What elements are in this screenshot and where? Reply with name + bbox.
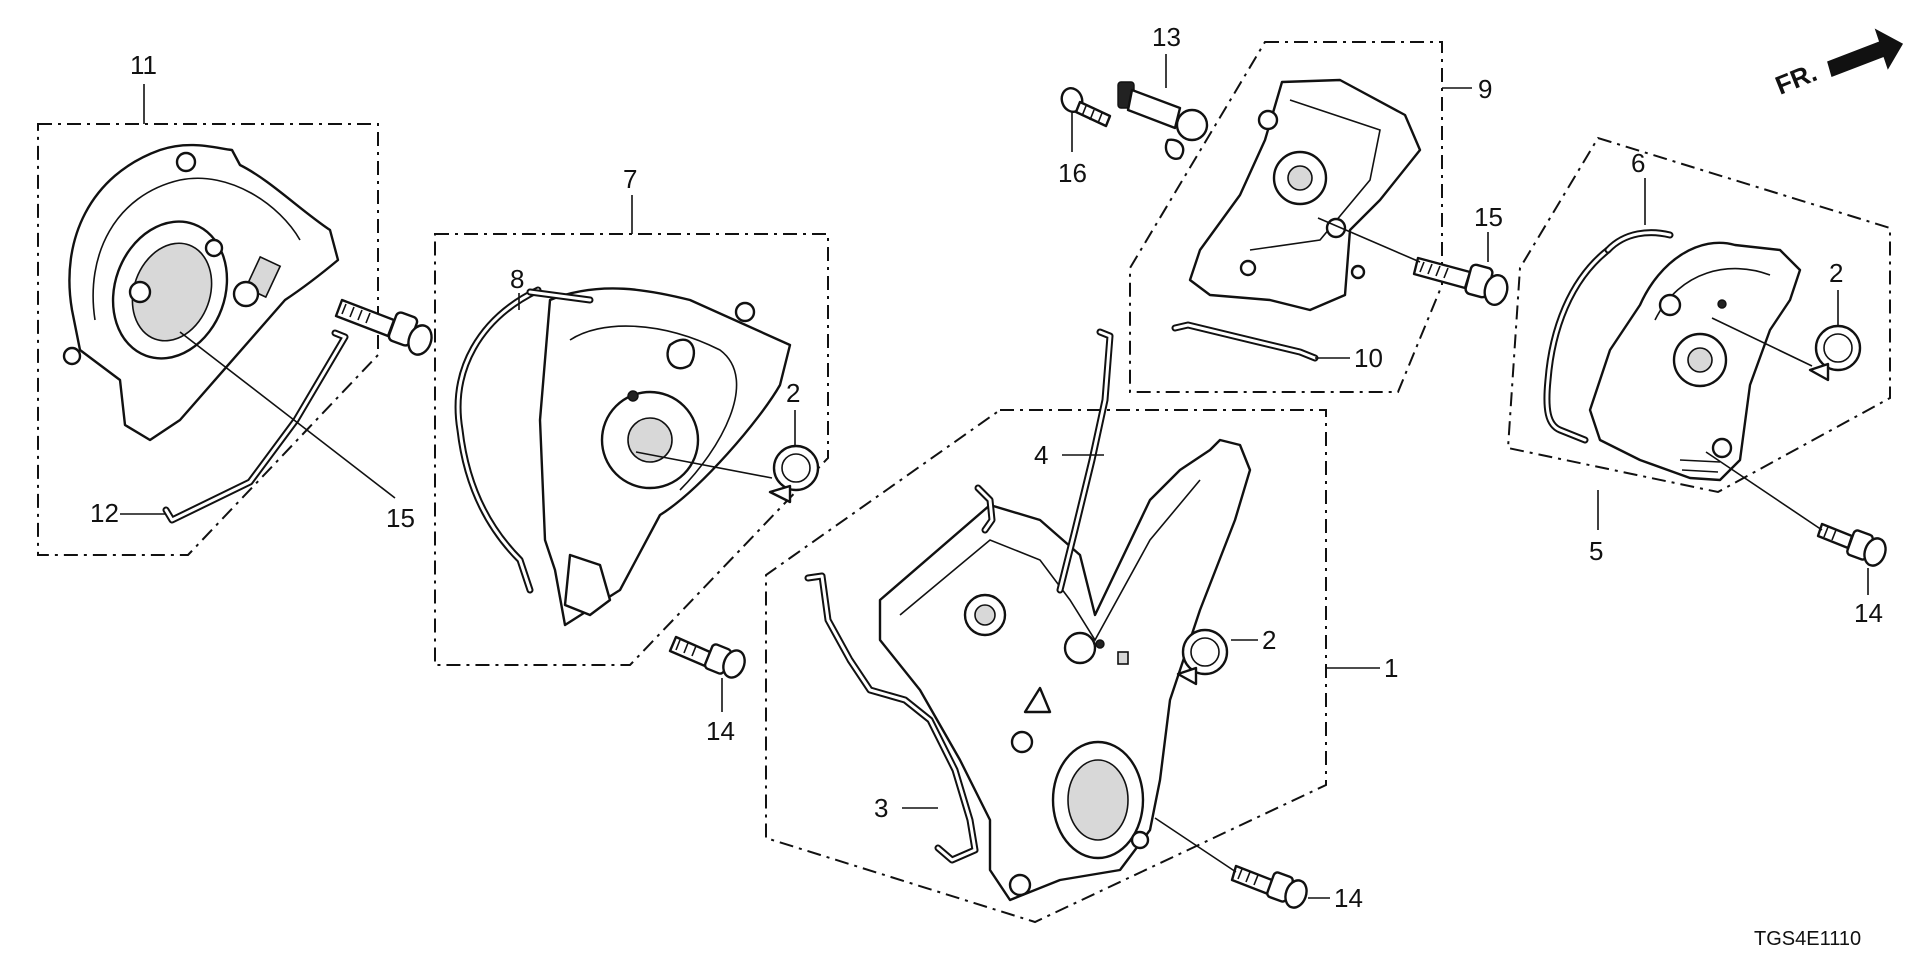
part-9-back-plate[interactable] bbox=[1188, 78, 1422, 312]
group-7 bbox=[434, 195, 829, 712]
fr-label: FR. bbox=[1771, 57, 1821, 101]
callout-8: 8 bbox=[510, 264, 524, 294]
part-16-bolt[interactable] bbox=[1058, 85, 1112, 128]
callout-7: 7 bbox=[623, 164, 637, 194]
callout-2: 2 bbox=[1829, 258, 1843, 288]
part-14-bolt-b[interactable] bbox=[1230, 864, 1310, 911]
callout-3: 3 bbox=[874, 793, 888, 823]
group-9 bbox=[1058, 41, 1511, 393]
callout-11: 11 bbox=[130, 50, 157, 80]
group-11 bbox=[37, 84, 435, 556]
part-15-bolt-right[interactable] bbox=[1412, 256, 1511, 307]
part-14-bolt-c[interactable] bbox=[1816, 522, 1889, 569]
part-2-grommet-a[interactable] bbox=[768, 444, 820, 504]
callout-13: 13 bbox=[1152, 22, 1181, 52]
part-12-gasket[interactable] bbox=[162, 329, 349, 524]
callout-15: 15 bbox=[386, 503, 415, 533]
part-11-rear-cover[interactable] bbox=[62, 143, 340, 442]
group-box-1 bbox=[765, 409, 1327, 924]
callout-14: 14 bbox=[1334, 883, 1363, 913]
part-13-sensor[interactable] bbox=[1117, 81, 1209, 160]
leader-14b-b bbox=[1154, 817, 1237, 873]
part-14-bolt-a[interactable] bbox=[668, 635, 749, 681]
part-2-grommet-c[interactable] bbox=[1808, 324, 1862, 382]
part-15-bolt-left[interactable] bbox=[334, 298, 435, 358]
leader-15b-b bbox=[1317, 217, 1421, 263]
callout-2: 2 bbox=[1262, 625, 1276, 655]
group-box-7 bbox=[434, 233, 829, 666]
group-1 bbox=[765, 328, 1380, 924]
part-8-gasket[interactable] bbox=[454, 286, 594, 594]
callout-2: 2 bbox=[786, 378, 800, 408]
leader-2c-b bbox=[1711, 317, 1813, 367]
group-box-5 bbox=[1506, 136, 1891, 494]
leader-15a bbox=[179, 331, 396, 499]
front-direction-indicator: FR. bbox=[1771, 28, 1904, 101]
part-1-front-cover[interactable] bbox=[878, 438, 1252, 902]
callout-14: 14 bbox=[706, 716, 735, 746]
callout-15: 15 bbox=[1474, 202, 1503, 232]
group-box-11 bbox=[37, 123, 379, 556]
leader-2a-b bbox=[635, 451, 773, 479]
fr-arrow-icon bbox=[1827, 28, 1904, 77]
callout-16: 16 bbox=[1058, 158, 1087, 188]
part-10-gasket[interactable] bbox=[1171, 321, 1319, 362]
callout-14: 14 bbox=[1854, 598, 1883, 628]
part-6-gasket[interactable] bbox=[1543, 229, 1674, 444]
callout-labels: 11 12 15 7 8 2 14 13 16 9 15 10 4 2 1 3 … bbox=[90, 22, 1883, 913]
callout-10: 10 bbox=[1354, 343, 1383, 373]
part-4-gasket[interactable] bbox=[974, 328, 1114, 594]
callout-5: 5 bbox=[1589, 536, 1603, 566]
part-7-upper-cover[interactable] bbox=[538, 287, 792, 627]
part-3-gasket[interactable] bbox=[804, 572, 979, 864]
callout-12: 12 bbox=[90, 498, 119, 528]
diagram-code: TGS4E1110 bbox=[1754, 928, 1861, 950]
callout-6: 6 bbox=[1631, 148, 1645, 178]
group-5 bbox=[1506, 136, 1891, 595]
part-5-upper-cover[interactable] bbox=[1588, 241, 1802, 482]
group-box-9 bbox=[1129, 41, 1443, 393]
callout-1: 1 bbox=[1384, 653, 1398, 683]
part-2-grommet-b[interactable] bbox=[1176, 628, 1229, 686]
leader-14c bbox=[1705, 451, 1823, 531]
callout-9: 9 bbox=[1478, 74, 1492, 104]
callout-4: 4 bbox=[1034, 440, 1048, 470]
